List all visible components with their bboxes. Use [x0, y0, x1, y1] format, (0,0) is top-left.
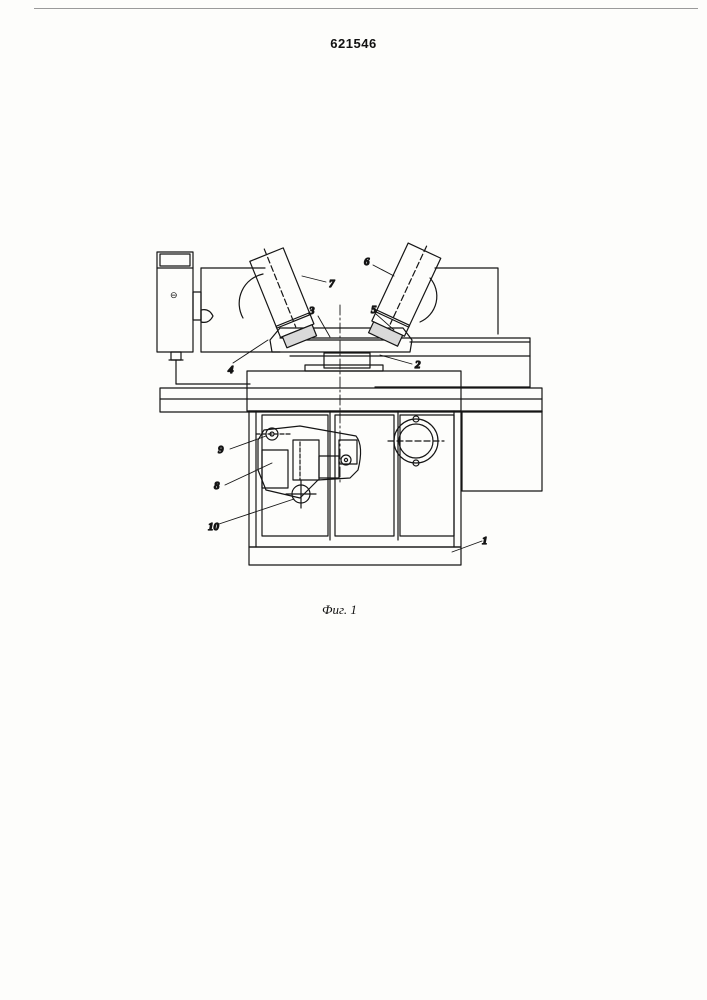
machine-cabinet [249, 411, 542, 565]
grinding-head-left [248, 242, 319, 348]
callout-9: 9 [218, 444, 224, 456]
callout-3: 3 [308, 305, 315, 317]
callout-1: 1 [482, 535, 488, 547]
callout-7: 7 [329, 278, 335, 290]
callout-6: 6 [364, 256, 370, 268]
leader-lines [219, 265, 482, 552]
carriage-table [280, 338, 530, 387]
base-slide [160, 388, 542, 412]
side-motor-unit: ⊖ [157, 252, 250, 384]
svg-text:⊖: ⊖ [170, 290, 178, 300]
callout-2: 2 [414, 359, 421, 371]
figure-caption: Фиг. 1 [322, 602, 357, 618]
callout-8: 8 [214, 480, 220, 492]
callout-5: 5 [371, 304, 377, 316]
cam-mechanism [256, 426, 361, 508]
callout-4: 4 [227, 364, 234, 376]
spindle-column [324, 353, 370, 368]
callout-10: 10 [208, 521, 220, 533]
